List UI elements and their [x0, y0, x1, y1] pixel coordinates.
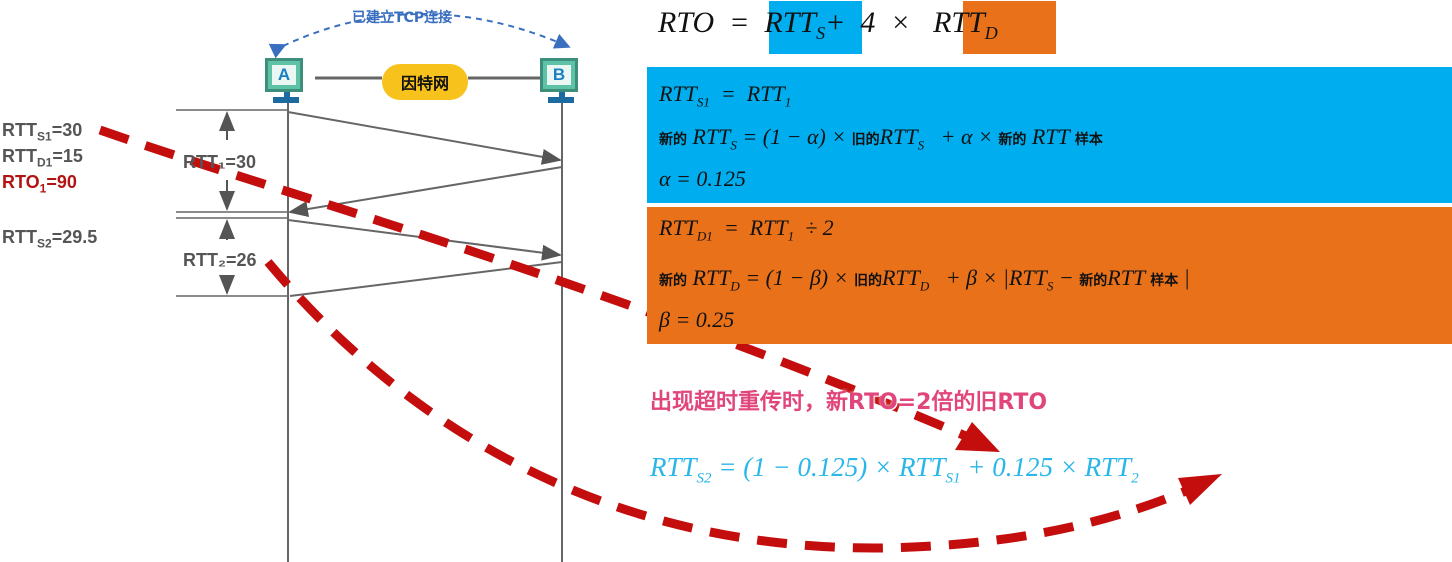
rto1-value: RTO1=90 — [2, 172, 77, 196]
timeout-note: 出现超时重传时，新RTO=2倍的旧RTO — [650, 390, 1048, 415]
internet-cloud: 因特网 — [382, 64, 468, 100]
rtts-init-line: RTTS1 = RTT1 — [659, 81, 792, 110]
rttd-init-line: RTTD1 = RTT1 ÷ 2 — [659, 215, 834, 244]
rttd-update-line: 新的 RTTD = (1 − β) × 旧的RTTD + β × |RTTS −… — [659, 265, 1190, 294]
rttd-formula-box: RTTD1 = RTT1 ÷ 2 新的 RTTD = (1 − β) × 旧的R… — [647, 207, 1452, 344]
rtts-formula-box: RTTS1 = RTT1 新的 RTTS = (1 − α) × 旧的RTTS … — [647, 67, 1452, 203]
rttd1-value: RTTD1=15 — [2, 146, 83, 170]
rtt2-label: RTT₂=26 — [183, 250, 257, 270]
host-a-stand — [284, 92, 290, 98]
dashed-arrow-upper — [98, 125, 977, 445]
connection-arc — [268, 13, 571, 59]
dashed-arrow-upper-head — [955, 422, 1000, 452]
dashed-arrow-lower — [264, 259, 1202, 553]
host-b-label: B — [547, 65, 571, 85]
host-a-label: A — [272, 65, 296, 85]
segment-1 — [287, 111, 562, 165]
rttd-highlight — [963, 1, 1056, 54]
beta-value: β = 0.25 — [659, 307, 735, 332]
rtts2-formula: RTTS2 = (1 − 0.125) × RTTS1 + 0.125 × RT… — [650, 452, 1139, 487]
rtt1-label: RTT₁=30 — [183, 152, 256, 172]
host-b-stand — [559, 92, 565, 98]
host-b-base — [548, 97, 574, 103]
rtts2-value: RTTS2=29.5 — [2, 227, 98, 251]
host-b: B — [540, 58, 578, 92]
host-a-base — [273, 97, 299, 103]
host-a: A — [265, 58, 303, 92]
dashed-arrow-lower-head — [1178, 474, 1222, 505]
rtts1-value: RTTS1=30 — [2, 120, 83, 144]
rtts-highlight — [769, 1, 862, 54]
connection-label: 已建立TCP连接 — [352, 10, 453, 26]
rtts-update-line: 新的 RTTS = (1 − α) × 旧的RTTS + α × 新的 RTT … — [659, 124, 1103, 153]
alpha-value: α = 0.125 — [659, 166, 746, 191]
rto-formula: RTO = RTTS+ 4 × RTTD — [658, 6, 998, 43]
